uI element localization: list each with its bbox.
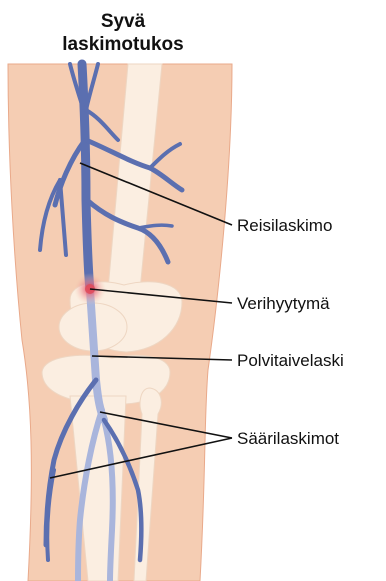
label-clot: Verihyytymä [237, 294, 330, 313]
label-femoral-vein: Reisilaskimo [237, 216, 332, 235]
label-tibial-veins: Säärilaskimot [237, 429, 339, 448]
label-popliteal-vein: Polvitaivelaski [237, 351, 344, 370]
title-line-1: Syvä [101, 11, 146, 32]
title-line-2: laskimotukos [62, 34, 183, 55]
